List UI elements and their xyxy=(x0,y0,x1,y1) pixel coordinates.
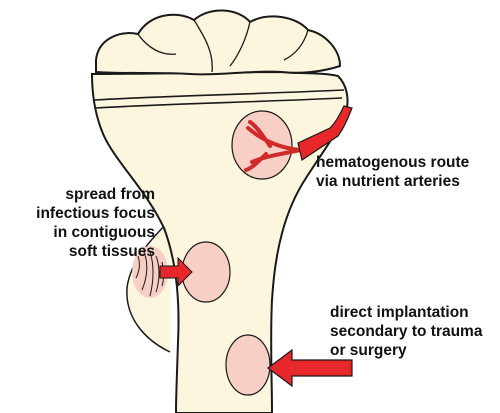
contiguous-label-line-1: spread from xyxy=(65,186,155,203)
epiphysis xyxy=(95,9,342,76)
direct-implantation-arrow xyxy=(267,348,353,388)
direct-label-line-2: secondary to trauma xyxy=(330,323,483,340)
direct-implantation-label: direct implantation secondary to trauma … xyxy=(330,303,482,360)
contiguous-spread-label: spread from infectious focus in contiguo… xyxy=(10,185,155,261)
nutrient-artery-branches xyxy=(244,120,302,172)
contiguous-label-line-4: soft tissues xyxy=(68,243,155,260)
nutrient-artery xyxy=(297,105,353,161)
hematogenous-label-line-1: hematogenous route xyxy=(316,154,470,171)
soft-tissue-focus-hatching xyxy=(135,251,164,297)
contiguous-label-line-2: infectious focus xyxy=(36,205,155,222)
articular-surface-detail xyxy=(137,19,309,73)
contiguous-arrow xyxy=(159,256,193,288)
growth-plate xyxy=(93,89,345,109)
soft-tissue-focus xyxy=(132,246,168,298)
direct-label-line-3: or surgery xyxy=(330,342,407,359)
direct-label-line-1: direct implantation xyxy=(330,304,469,321)
hematogenous-label-line-2: via nutrient arteries xyxy=(316,173,460,190)
hematogenous-route-label: hematogenous route via nutrient arteries xyxy=(316,153,469,191)
contiguous-label-line-3: in contiguous xyxy=(53,224,155,241)
direct-implantation-lesion xyxy=(225,334,271,396)
